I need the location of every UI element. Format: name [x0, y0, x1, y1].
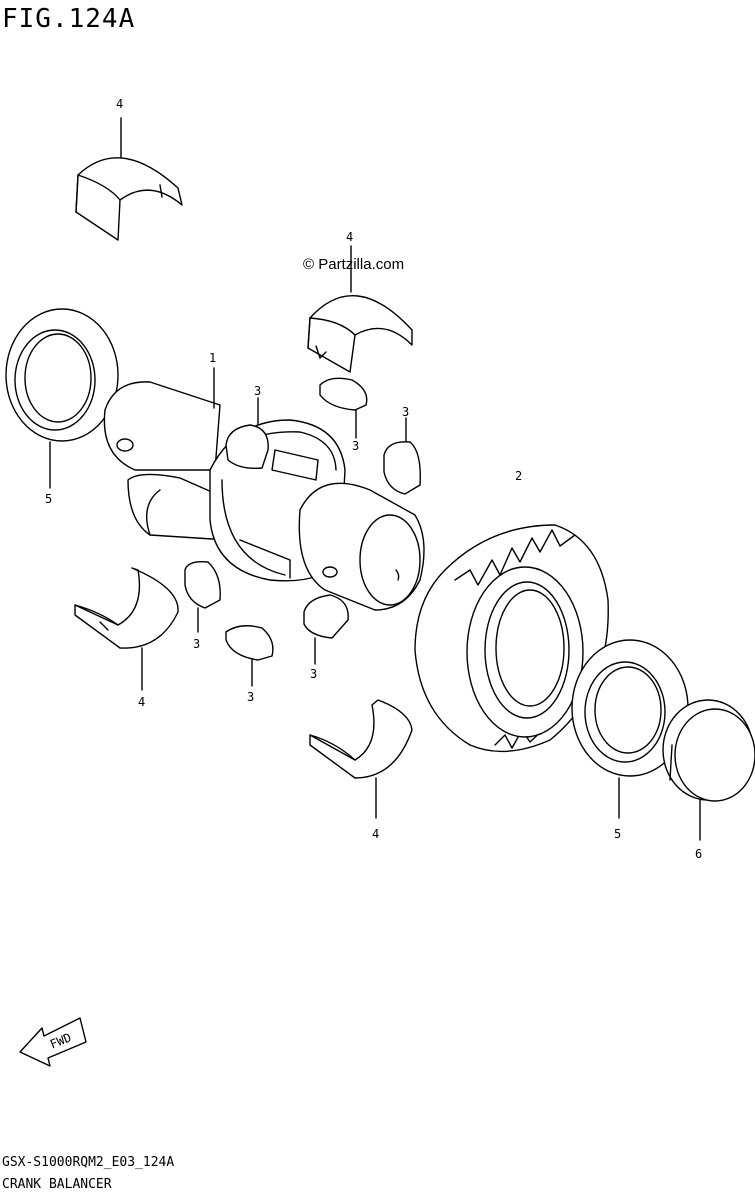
callout-3: 3 [402, 405, 409, 419]
thrust-washer-left[interactable] [5, 308, 119, 442]
callout-5-right: 5 [614, 827, 621, 841]
watermark: © Partzilla.com [303, 256, 405, 273]
bearing-shell-lower-middle[interactable] [309, 699, 413, 779]
model-code: GSX-S1000RQM2_E03_124A [2, 1155, 175, 1170]
figure-title: FIG.124A [2, 4, 136, 34]
balancer-shaft[interactable] [103, 381, 425, 611]
callout-4-upper-middle: 4 [346, 230, 353, 244]
balancer-driven-gear[interactable] [414, 524, 609, 753]
end-cap[interactable] [662, 699, 755, 802]
callout-6: 6 [695, 847, 702, 861]
bearing-pad[interactable] [225, 424, 269, 470]
bearing-pad[interactable] [383, 441, 421, 495]
callout-4-lower-middle: 4 [372, 827, 379, 841]
callout-3: 3 [254, 384, 261, 398]
callout-2: 2 [515, 469, 522, 483]
bearing-pad[interactable] [319, 377, 368, 411]
callout-3: 3 [193, 637, 200, 651]
callout-3: 3 [247, 690, 254, 704]
callout-1: 1 [209, 351, 216, 365]
bearing-shell-upper-middle[interactable] [307, 295, 413, 373]
callout-5-left: 5 [45, 492, 52, 506]
callout-4-top-left: 4 [116, 97, 123, 111]
callout-3: 3 [352, 439, 359, 453]
diagram-subtitle: CRANK BALANCER [2, 1177, 112, 1192]
bearing-shell-top-left[interactable] [75, 157, 183, 241]
thrust-washer-right[interactable] [571, 639, 689, 777]
callout-3: 3 [310, 667, 317, 681]
bearing-pad[interactable] [184, 560, 221, 609]
bearing-pad[interactable] [303, 594, 349, 639]
callout-4-lower-left: 4 [138, 695, 145, 709]
bearing-pad[interactable] [225, 625, 274, 661]
bearing-shell-lower-left[interactable] [74, 567, 179, 649]
fwd-arrow-icon: FWD [19, 1017, 87, 1067]
